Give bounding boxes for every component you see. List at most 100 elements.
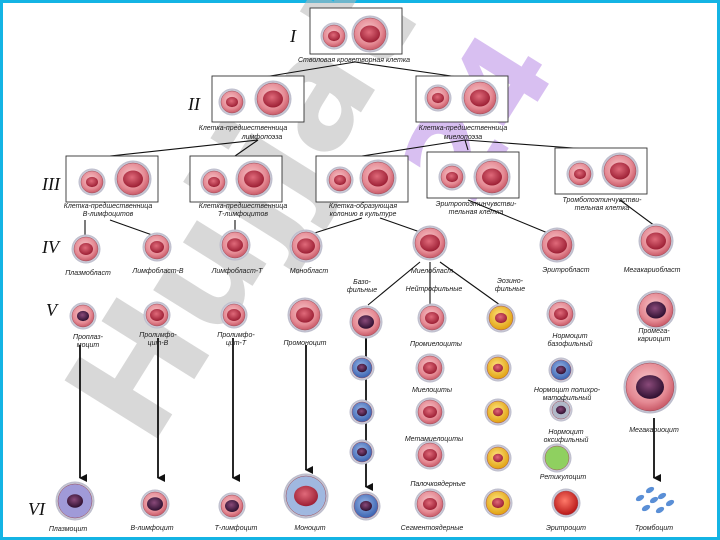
normocyte-baso-cell xyxy=(546,299,576,329)
label-prolympho-t-1: Пролимфо- xyxy=(217,332,255,339)
lymph-prec-cell-small xyxy=(218,88,246,116)
label-plasmoblast: Плазмобласт xyxy=(65,269,111,277)
prolympho-b-cell xyxy=(143,301,171,329)
label-prolympho-b-2: цит-В xyxy=(148,340,169,347)
level-2: II xyxy=(187,94,201,114)
level-numerals: I II III IV V VI xyxy=(28,26,297,519)
label-t-lymphocyte: Т-лимфоцит xyxy=(215,525,258,532)
label-thrombo-sens-1: Тромбопоэтинчувстви- xyxy=(563,196,643,204)
eos-stage-1 xyxy=(484,398,512,426)
label-normocyte-baso-1: Нормоцит xyxy=(552,333,587,340)
label-erythrocyte: Эритроцит xyxy=(546,525,586,532)
label-monoblast: Монобласт xyxy=(290,267,329,275)
label-b-lymphocyte: В-лимфоцит xyxy=(130,525,173,532)
label-t-prec-1: Клетка-предшественница xyxy=(199,202,288,210)
label-promonocyte: Промоноцит xyxy=(283,340,326,347)
label-b-prec-1: Клетка-предшественница xyxy=(64,202,153,210)
eos-stage-2 xyxy=(484,444,512,472)
lymphoblast-b-cell xyxy=(142,232,172,262)
baso-stage-1 xyxy=(349,399,375,425)
tree-lines xyxy=(84,61,656,306)
cells xyxy=(55,15,677,521)
label-normocyte-oxy-1: Нормоцит xyxy=(548,429,583,436)
thrombocyte-cells xyxy=(635,486,675,514)
megakaryocyte-cell xyxy=(623,360,677,414)
baso-stage-0 xyxy=(349,355,375,381)
b-prec-cell-large xyxy=(114,160,152,198)
myelo-prec-cell-large xyxy=(461,79,499,117)
t-lymphocyte-cell xyxy=(218,492,246,520)
reticulocyte-cell xyxy=(542,443,572,473)
label-normocyte-poly-1: Нормоцит полихро- xyxy=(534,387,601,394)
label-myeloblast: Миелобласт xyxy=(411,267,453,275)
erythro-sens-cell-small xyxy=(438,163,466,191)
monocyte-cell xyxy=(283,473,329,519)
lymph-prec-cell-large xyxy=(254,80,292,118)
proplasmocyte-cell xyxy=(69,302,97,330)
level-1: I xyxy=(289,26,297,46)
label-normocyte-baso-2: базофильный xyxy=(547,340,592,348)
level-3: III xyxy=(41,174,61,194)
cfu-cell-large xyxy=(359,159,397,197)
label-lymph-prec-2: лимфопоэза xyxy=(241,134,283,141)
t-prec-cell-large xyxy=(235,160,273,198)
label-promegakaryocyte-1: Промега- xyxy=(638,328,670,335)
label-neutro: Нейтрофильные xyxy=(406,285,463,293)
label-baso-1: Базо- xyxy=(353,279,371,286)
stem-cell-large xyxy=(351,15,389,53)
lymphoblast-t-cell xyxy=(219,229,251,261)
label-monocyte: Моноцит xyxy=(294,525,325,532)
normocyte-poly-cell xyxy=(548,357,574,383)
label-t-prec-2: Т-лимфоцитов xyxy=(218,211,269,218)
segmented-cell xyxy=(414,488,446,520)
label-thrombocyte: Тромбоцит xyxy=(635,524,673,532)
megakaryoblast-cell xyxy=(638,223,674,259)
label-promegakaryocyte-2: кариоцит xyxy=(638,336,671,343)
baso-final-cell xyxy=(351,491,381,521)
t-prec-cell-small xyxy=(200,168,228,196)
level-6: VI xyxy=(28,499,46,519)
neutro-stage-0 xyxy=(415,353,445,383)
label-lymph-prec-1: Клетка-предшественница xyxy=(199,124,288,132)
label-erythro-sens-1: Эритропоэтинчувстви- xyxy=(436,201,517,208)
label-proplasmocyte-1: Проплаз- xyxy=(73,334,104,341)
prolympho-t-cell xyxy=(220,301,248,329)
cell-labels: Стволовая кроветворная клетка Клетка-пре… xyxy=(49,57,681,533)
label-erythro-sens-2: тельная клетка xyxy=(449,209,504,216)
thrombo-sens-cell-large xyxy=(601,152,639,190)
neutro-stage-1 xyxy=(415,397,445,427)
eos-stage-0 xyxy=(484,354,512,382)
normocyte-oxy-cell xyxy=(549,398,573,422)
baso-stage-2 xyxy=(349,439,375,465)
promonocyte-cell xyxy=(287,297,323,333)
label-cfu-2: колонию в культуре xyxy=(330,211,397,218)
erythrocyte-cell xyxy=(551,488,581,518)
label-cfu-1: Клетка-образующая xyxy=(329,202,397,210)
eos-final-cell xyxy=(483,488,513,518)
label-eosino-2: фильные xyxy=(495,286,525,293)
label-band: Палочкоядерные xyxy=(410,480,465,488)
label-lymphoblast-t: Лимфобласт-Т xyxy=(211,267,264,275)
promegakaryocyte-cell xyxy=(636,290,676,330)
promyelocyte-cell xyxy=(417,303,447,333)
baso-promyelocyte-cell xyxy=(349,305,383,339)
thrombo-sens-cell-small xyxy=(566,160,594,188)
label-baso-2: фильные xyxy=(347,287,377,294)
label-erythroblast: Эритробласт xyxy=(542,266,589,274)
b-lymphocyte-cell xyxy=(140,489,170,519)
label-prolympho-b-1: Пролимфо- xyxy=(139,332,177,339)
label-metamyelocytes: Метамиелоциты xyxy=(405,436,464,443)
level-5: V xyxy=(46,300,59,320)
label-myelo-prec-1: Клетка-предшественница xyxy=(419,124,508,132)
erythro-sens-cell-large xyxy=(473,158,511,196)
label-stem-cell: Стволовая кроветворная клетка xyxy=(298,57,410,64)
cfu-cell-small xyxy=(326,166,354,194)
label-megakaryocyte: Мегакариоцит xyxy=(629,427,679,434)
label-plasmocyte: Плазмоцит xyxy=(49,526,88,533)
label-promyelocytes: Промиелоциты xyxy=(410,341,463,348)
plasmocyte-cell xyxy=(55,481,95,521)
label-myelo-prec-2: миелопоэза xyxy=(444,134,482,141)
myelo-prec-cell-small xyxy=(424,84,452,112)
